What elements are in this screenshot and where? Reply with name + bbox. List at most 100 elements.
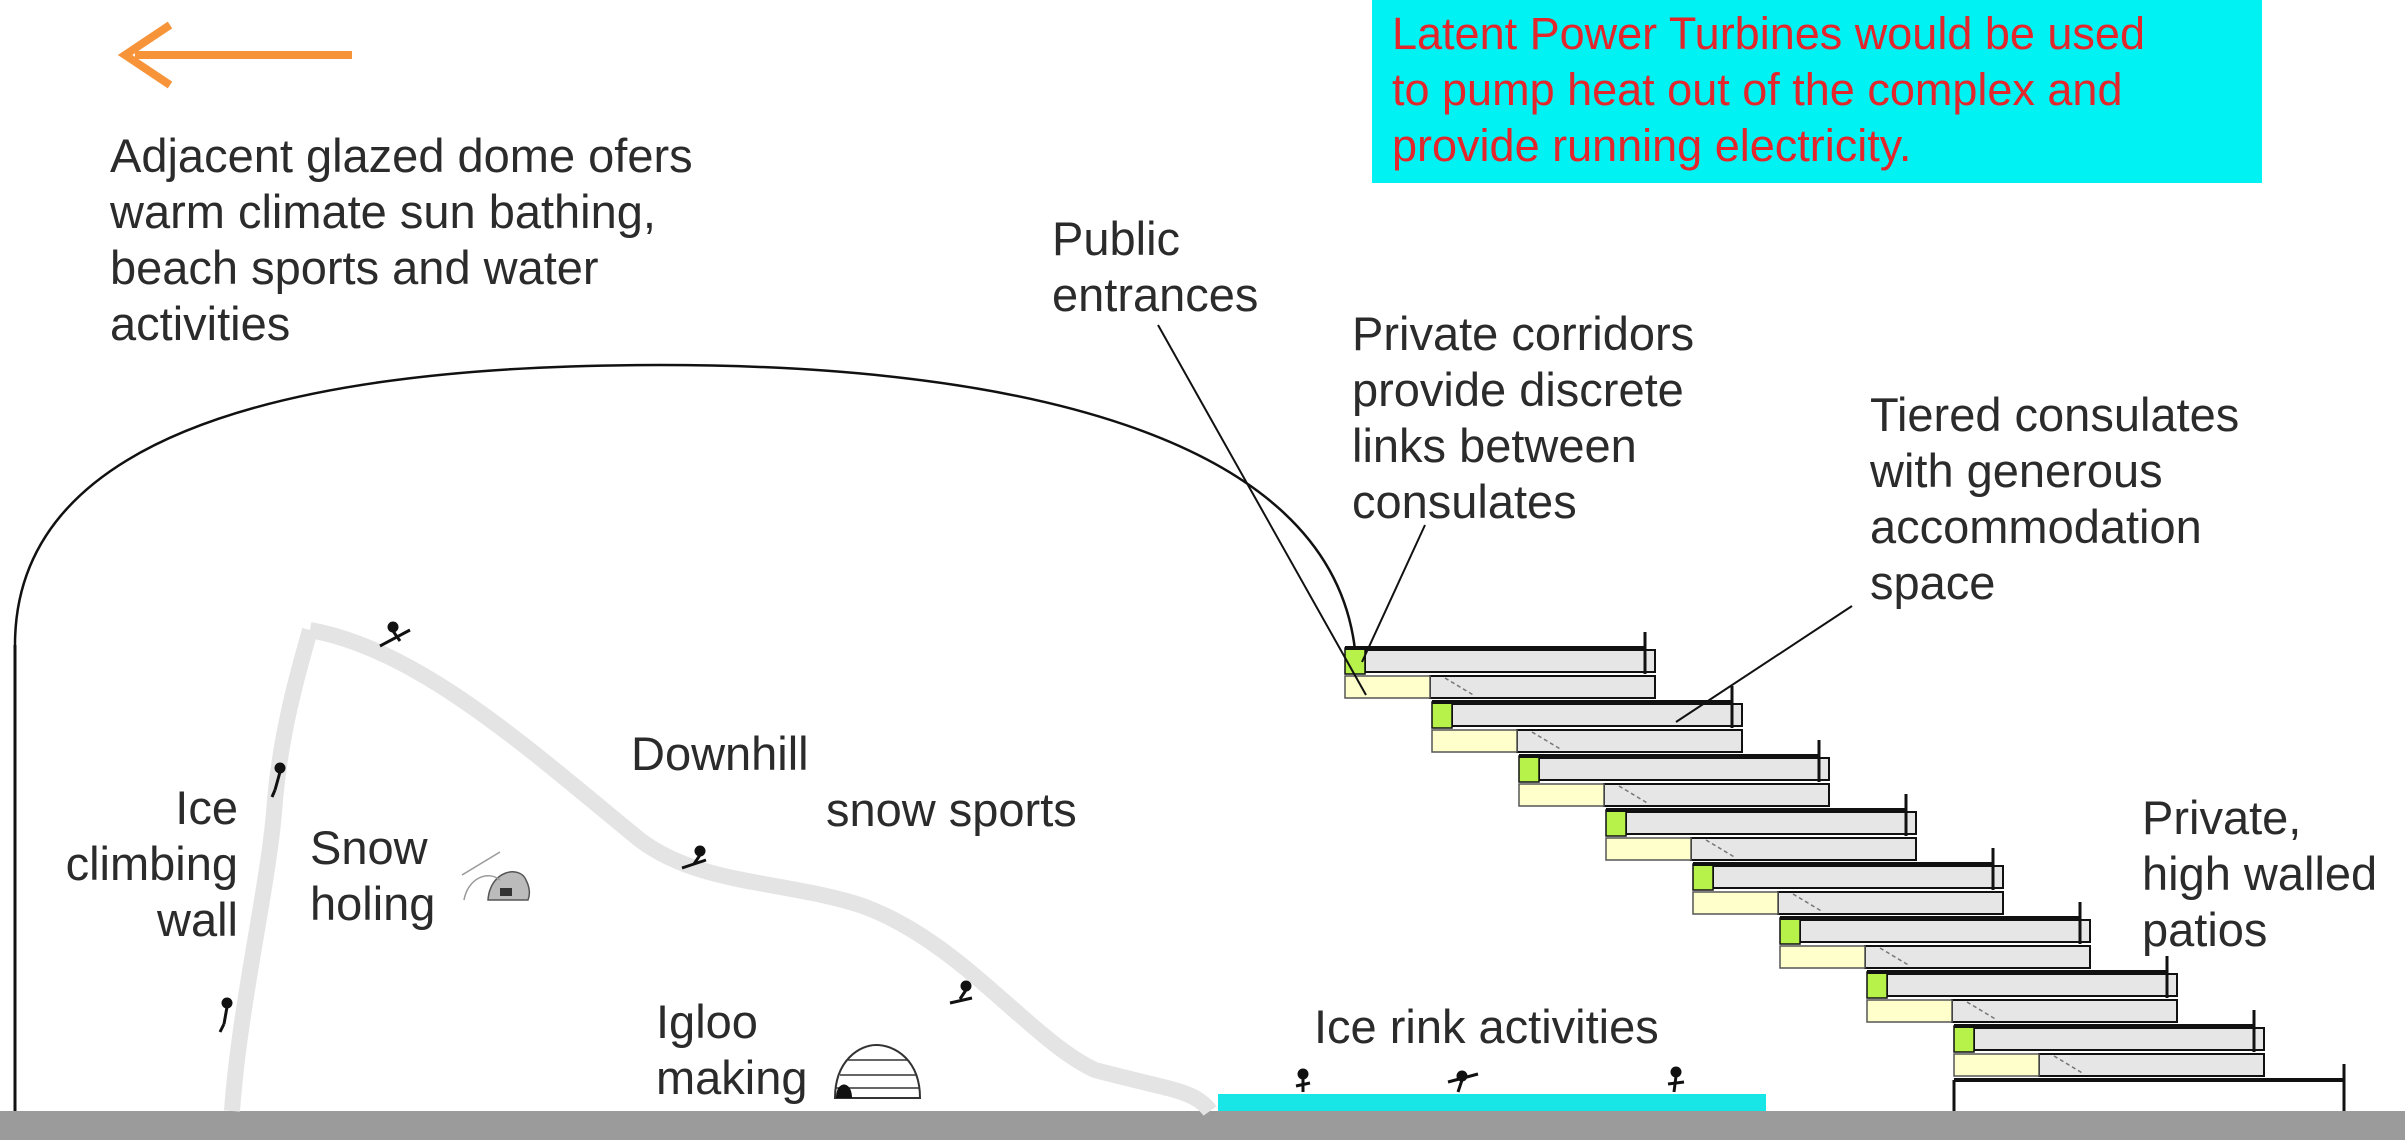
- consulate-upper: [1886, 973, 2178, 997]
- stair: [1444, 677, 1476, 697]
- skier-icon: [681, 845, 707, 870]
- patios-line: patios: [2142, 903, 2268, 956]
- consulate-lower: [1864, 945, 2091, 969]
- private-corridor: [1692, 863, 1714, 891]
- consulate-upper: [1712, 865, 2004, 889]
- ski-slope: [308, 622, 1217, 1117]
- patio: [1779, 945, 1866, 969]
- dome-label-line: beach sports and water: [110, 241, 599, 294]
- pointer-private-corridors: [1361, 524, 1426, 663]
- patio: [1953, 1053, 2040, 1077]
- climber-icon: [218, 997, 233, 1033]
- tiered-consulates-line: with generous: [1870, 444, 2163, 497]
- ice-rink-label: Ice rink activities: [1314, 999, 1659, 1055]
- public-entrances-line: Public: [1052, 212, 1181, 265]
- public-entrances-line: entrances: [1052, 268, 1259, 321]
- private-corridors-label: Private corridors provide discrete links…: [1352, 306, 1694, 530]
- consulate-upper: [1625, 811, 1917, 835]
- private-corridor: [1605, 809, 1627, 837]
- igloo-line: Igloo: [656, 995, 758, 1048]
- igloo-label: Igloo making: [656, 994, 808, 1106]
- snow-sports-text: snow sports: [826, 783, 1077, 836]
- downhill-label: Downhill: [631, 726, 809, 782]
- left-arrow-icon: [117, 21, 352, 89]
- patio: [1866, 999, 1953, 1023]
- stair: [1705, 839, 1737, 859]
- igloo-icon: [833, 1043, 922, 1099]
- skater-icon: [1295, 1068, 1311, 1092]
- snow-hole-icon: [461, 851, 531, 901]
- note-line: Latent Power Turbines would be used: [1392, 8, 2145, 59]
- consulate-upper: [1538, 757, 1830, 781]
- skater-icon: [1447, 1070, 1479, 1093]
- ice-climbing-line: climbing: [65, 837, 238, 890]
- snow-sports-label: snow sports: [826, 782, 1077, 838]
- stair: [1531, 731, 1563, 751]
- dome-label-line: Adjacent glazed dome ofers: [110, 129, 693, 182]
- pointer-public-entrances: [1157, 324, 1367, 696]
- dome-outline: [13, 363, 1357, 651]
- consulate-upper: [1364, 649, 1656, 673]
- tiered-consulates-line: Tiered consulates: [1870, 388, 2240, 441]
- snow-holing-line: holing: [310, 877, 436, 930]
- patio: [1692, 891, 1779, 915]
- private-corridors-line: provide discrete: [1352, 363, 1684, 416]
- dome-label-line: warm climate sun bathing,: [110, 185, 656, 238]
- dome-label: Adjacent glazed dome ofers warm climate …: [110, 128, 693, 352]
- note-line: to pump heat out of the complex and: [1392, 64, 2123, 115]
- private-corridor: [1779, 917, 1801, 945]
- patio: [1605, 837, 1692, 861]
- ground: [0, 1111, 2405, 1140]
- ice-rink-text: Ice rink activities: [1314, 1000, 1659, 1053]
- stair: [1618, 785, 1650, 805]
- dome-label-line: activities: [110, 297, 291, 350]
- stair: [1879, 947, 1911, 967]
- consulate-lower: [2038, 1053, 2265, 1077]
- consulate-lower: [1951, 999, 2178, 1023]
- ice-rink: [1218, 1094, 1766, 1111]
- tiered-consulates-line: accommodation: [1870, 500, 2202, 553]
- private-corridor: [1866, 971, 1888, 999]
- skater-icon: [1667, 1066, 1685, 1093]
- private-corridors-line: consulates: [1352, 475, 1577, 528]
- patios-line: Private,: [2142, 791, 2302, 844]
- private-corridors-line: links between: [1352, 419, 1637, 472]
- consulate-lower: [1603, 783, 1830, 807]
- consulate-upper: [1973, 1027, 2265, 1051]
- stair: [1966, 1001, 1998, 1021]
- ice-climbing-line: Ice: [175, 781, 238, 834]
- consulate-lower: [1777, 891, 2004, 915]
- patio: [1344, 675, 1431, 699]
- note-line: provide running electricity.: [1392, 120, 1912, 171]
- ice-climbing-wall: [224, 628, 318, 1112]
- turbine-note: Latent Power Turbines would be used to p…: [1372, 0, 2262, 183]
- stair: [1792, 893, 1824, 913]
- snow-holing-line: Snow: [310, 821, 428, 874]
- private-corridor: [1518, 755, 1540, 783]
- consulate-upper: [1799, 919, 2091, 943]
- tiered-consulates-label: Tiered consulates with generous accommod…: [1870, 387, 2239, 611]
- stair: [2053, 1055, 2085, 1075]
- igloo-line: making: [656, 1051, 808, 1104]
- patio: [1518, 783, 1605, 807]
- private-corridors-line: Private corridors: [1352, 307, 1695, 360]
- tiered-consulates-line: space: [1870, 556, 1996, 609]
- tiered-consulates: [1344, 632, 2346, 1111]
- skier-icon: [379, 621, 411, 648]
- snow-holing-label: Snow holing: [310, 820, 435, 932]
- consulate-lower: [1690, 837, 1917, 861]
- patios-label: Private, high walled patios: [2142, 790, 2377, 958]
- ice-climbing-line: wall: [157, 893, 238, 946]
- ice-climbing-label: Ice climbing wall: [40, 780, 238, 948]
- pointer-tiered-consulates: [1675, 605, 1853, 723]
- consulate-lower: [1516, 729, 1743, 753]
- consulate-lower: [1429, 675, 1656, 699]
- patios-line: high walled: [2142, 847, 2378, 900]
- private-corridor: [1431, 701, 1453, 729]
- downhill-text: Downhill: [631, 727, 809, 780]
- skier-icon: [949, 980, 973, 1005]
- patio: [1431, 729, 1518, 753]
- private-corridor: [1953, 1025, 1975, 1053]
- public-entrances-label: Public entrances: [1052, 211, 1258, 323]
